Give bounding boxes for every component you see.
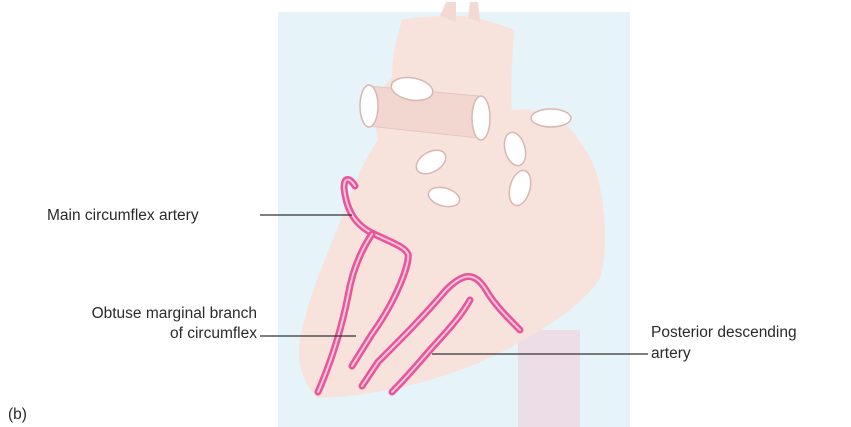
label-obtuse-marginal-line2: of circumflex bbox=[170, 324, 257, 343]
label-posterior-descending-line1: Posterior descending bbox=[651, 323, 797, 342]
vessel-opening bbox=[360, 85, 378, 127]
label-main-circumflex-artery: Main circumflex artery bbox=[47, 206, 199, 225]
inferior-vena-cava bbox=[518, 330, 580, 427]
vessel-opening bbox=[531, 109, 571, 127]
label-posterior-descending-line2: artery bbox=[651, 344, 691, 363]
panel-label: (b) bbox=[8, 405, 27, 424]
label-obtuse-marginal-line1: Obtuse marginal branch bbox=[92, 304, 257, 323]
vessel-opening bbox=[472, 96, 490, 140]
